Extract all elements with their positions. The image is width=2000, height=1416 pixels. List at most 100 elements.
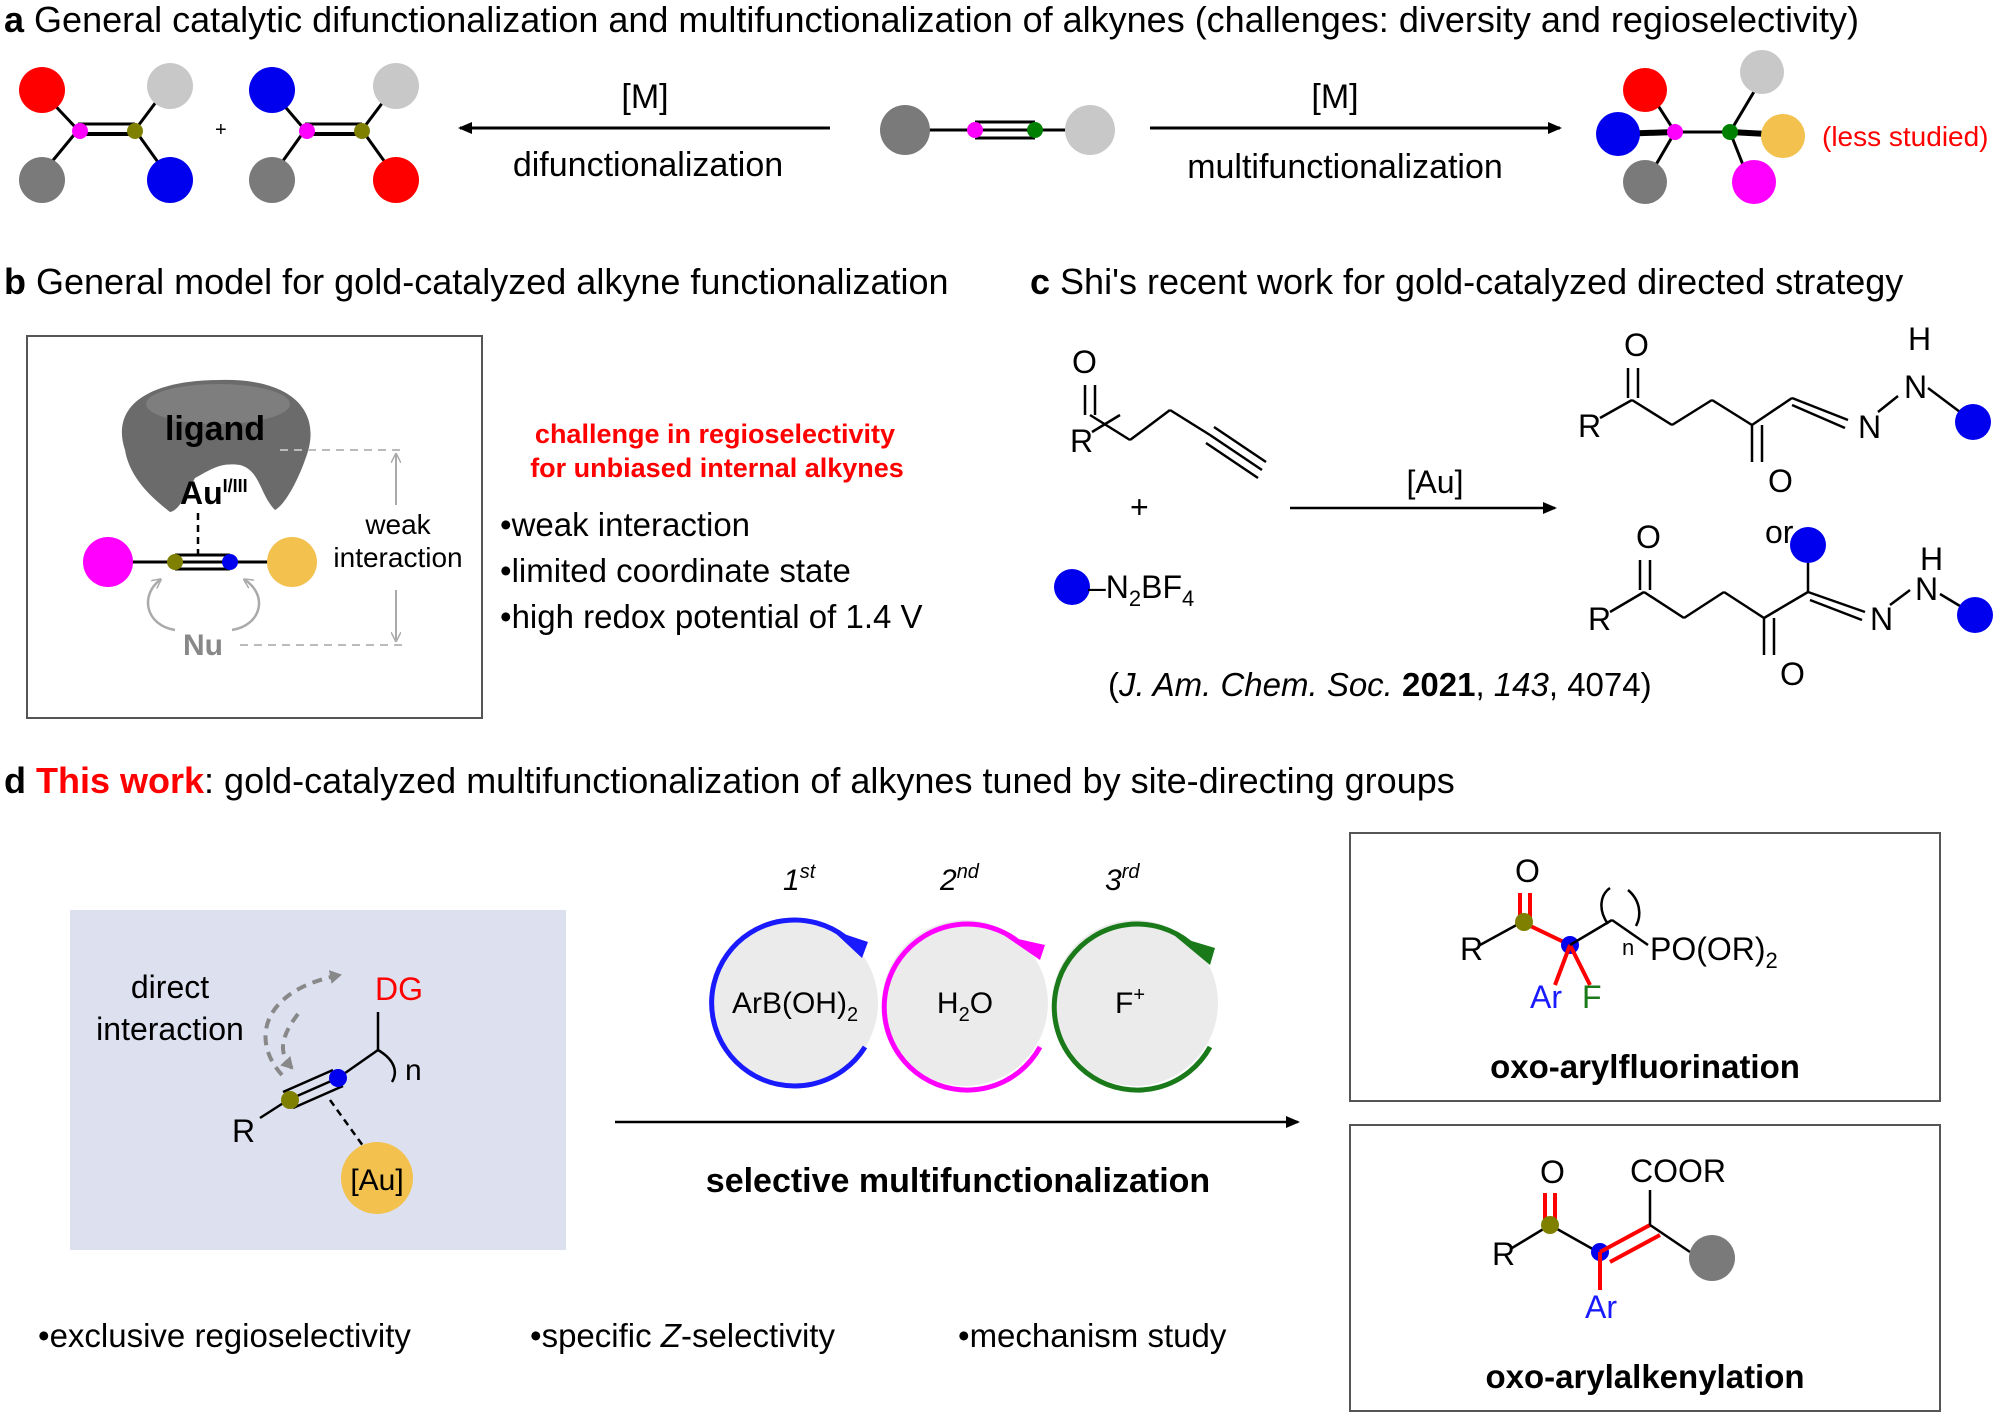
chain-length-n: n bbox=[405, 1054, 422, 1087]
weak-label-line2: interaction bbox=[333, 542, 462, 573]
panel-c: c Shi's recent work for gold-catalyzed d… bbox=[1030, 261, 1993, 703]
step-circle bbox=[1052, 920, 1218, 1086]
step-circle bbox=[712, 920, 878, 1086]
oxo-arylfluorination-box bbox=[1349, 832, 1941, 1102]
green-carbon bbox=[1027, 122, 1043, 138]
magenta-carbon bbox=[1667, 124, 1683, 140]
step-arrowhead bbox=[1175, 936, 1215, 965]
red-substituent bbox=[373, 157, 419, 203]
gold-substituent bbox=[267, 537, 317, 587]
panel-b-title: b General model for gold-catalyzed alkyn… bbox=[4, 261, 949, 302]
alkene-product-2 bbox=[249, 63, 419, 203]
aryl-group-blue bbox=[1955, 404, 1991, 440]
svg-text:R: R bbox=[1588, 601, 1611, 637]
multifunctionalization-label: multifunctionalization bbox=[1187, 148, 1503, 186]
gold-center-label: AuI/III bbox=[180, 475, 248, 511]
bond-line bbox=[292, 1084, 344, 1110]
magenta-carbon bbox=[299, 123, 315, 139]
aryl-group-blue bbox=[1957, 597, 1993, 633]
step-reagent: F+ bbox=[1115, 984, 1145, 1020]
oxo-arylalkenylation-label: oxo-arylalkenylation bbox=[1485, 1358, 1804, 1395]
aryl-group-blue bbox=[1054, 569, 1090, 605]
challenge-line2: for unbiased internal alkynes bbox=[530, 453, 904, 483]
r-group: R bbox=[1070, 423, 1093, 459]
svg-text:F: F bbox=[1582, 979, 1602, 1015]
svg-text:N: N bbox=[1858, 409, 1881, 445]
catalyst-label: [Au] bbox=[1407, 464, 1464, 500]
nucleophile-label: Nu bbox=[183, 629, 223, 662]
step-1: 1st ArB(OH)2 bbox=[709, 861, 878, 1089]
svg-text:O: O bbox=[1540, 1154, 1565, 1190]
panel-b: b General model for gold-catalyzed alkyn… bbox=[4, 261, 949, 719]
dark-gray-substituent bbox=[19, 157, 65, 203]
svg-text:O: O bbox=[1624, 327, 1649, 363]
ligand-label: ligand bbox=[165, 410, 265, 448]
svg-text:O: O bbox=[1636, 519, 1661, 555]
step-circle bbox=[882, 920, 1048, 1086]
selective-multifunctionalization-label: selective multifunctionalization bbox=[706, 1162, 1210, 1200]
interaction-arrow bbox=[280, 1012, 300, 1070]
gold-catalyst-circle bbox=[341, 1142, 413, 1214]
olive-carbon bbox=[281, 1091, 299, 1109]
challenge-bullet-1: •weak interaction bbox=[500, 506, 750, 543]
challenge-line1: challenge in regioselectivity bbox=[535, 419, 895, 449]
dark-gray-substituent bbox=[1689, 1235, 1735, 1281]
step-reagent: ArB(OH)2 bbox=[732, 987, 858, 1026]
panel-d-title: d This work: gold-catalyzed multifunctio… bbox=[4, 760, 1455, 801]
phosphonate-label: PO(OR)2 bbox=[1650, 931, 1778, 973]
aryl-group-blue bbox=[1790, 527, 1826, 563]
svg-text:COOR: COOR bbox=[1630, 1153, 1726, 1189]
blue-substituent bbox=[1596, 112, 1640, 156]
svg-text:N: N bbox=[1915, 571, 1938, 607]
svg-text:H: H bbox=[1920, 541, 1943, 577]
svg-text:R: R bbox=[1460, 931, 1483, 967]
alkyne-substrate bbox=[880, 105, 1115, 155]
panel-c-title: c Shi's recent work for gold-catalyzed d… bbox=[1030, 261, 1903, 302]
reference-citation: (J. Am. Chem. Soc. 2021, 143, 4074) bbox=[1108, 666, 1652, 703]
plus-sign: + bbox=[215, 119, 227, 141]
light-gray-substituent bbox=[1740, 50, 1784, 94]
magenta-substituent bbox=[1732, 160, 1776, 204]
red-substituent bbox=[1623, 68, 1667, 112]
step-arc bbox=[709, 917, 868, 1089]
svg-text:O: O bbox=[1515, 853, 1540, 889]
blue-substituent bbox=[147, 157, 193, 203]
svg-text:Ar: Ar bbox=[1585, 1289, 1617, 1325]
step-ordinal: 2nd bbox=[939, 861, 980, 897]
gold-substituent bbox=[1761, 114, 1805, 158]
step-reagent: H2O bbox=[937, 987, 993, 1026]
step-arrowhead bbox=[1005, 936, 1045, 960]
oxo-arylalkenylation-product: O R Ar COOR bbox=[1492, 1153, 1735, 1325]
step-ordinal: 1st bbox=[783, 861, 817, 897]
nucleophile-attack-arrow bbox=[231, 580, 261, 632]
svg-text:n: n bbox=[1622, 935, 1634, 960]
magenta-carbon bbox=[967, 122, 983, 138]
magenta-carbon bbox=[72, 123, 88, 139]
oxo-arylfluorination-label: oxo-arylfluorination bbox=[1490, 1048, 1800, 1085]
dark-gray-substituent bbox=[249, 157, 295, 203]
directing-group-label: DG bbox=[375, 971, 423, 1007]
svg-text:H: H bbox=[1908, 321, 1931, 357]
feature-bullet-2: •specific Z-selectivity bbox=[530, 1317, 835, 1354]
catalyst-label-left: [M] bbox=[621, 78, 668, 116]
olive-carbon bbox=[127, 123, 143, 139]
light-gray-substituent bbox=[147, 63, 193, 109]
nucleophile-attack-arrow bbox=[146, 580, 176, 632]
magenta-substituent bbox=[83, 537, 133, 587]
step-ordinal: 3rd bbox=[1105, 861, 1140, 897]
svg-text:N: N bbox=[1870, 601, 1893, 637]
step-3: 3rd F+ bbox=[1051, 861, 1218, 1093]
feature-bullet-3: •mechanism study bbox=[958, 1317, 1227, 1354]
coordination-bond bbox=[328, 1099, 368, 1151]
direct-label-line1: direct bbox=[131, 969, 209, 1005]
panel-a: a General catalytic difunctionalization … bbox=[4, 0, 1989, 204]
svg-text:R: R bbox=[1492, 1236, 1515, 1272]
ketoalkyne-substrate: R O bbox=[1070, 344, 1267, 480]
multifunctionalized-product bbox=[1596, 50, 1805, 204]
feature-bullet-1: •exclusive regioselectivity bbox=[38, 1317, 411, 1354]
catalyst-label-right: [M] bbox=[1311, 78, 1358, 116]
ligand-highlight bbox=[146, 384, 290, 424]
alkene-product-1 bbox=[19, 63, 193, 203]
challenge-bullet-2: •limited coordinate state bbox=[500, 552, 851, 589]
step-arc bbox=[881, 921, 1043, 1093]
